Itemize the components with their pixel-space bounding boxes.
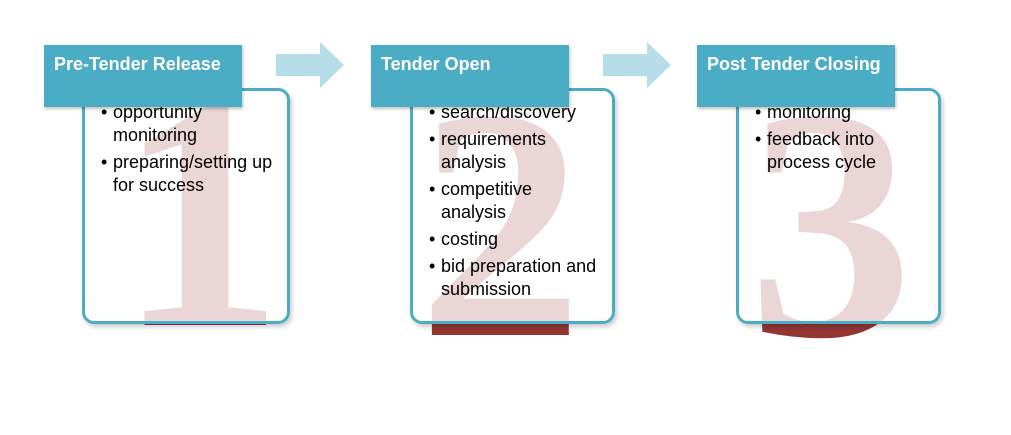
stage-card-1: •opportunity monitoring •preparing/setti… [82, 88, 290, 324]
stage-title-2: Tender Open [381, 54, 491, 74]
stage-card-3: •monitoring •feedback into process cycle [736, 88, 941, 324]
stage-header-1: Pre-Tender Release [44, 45, 242, 107]
list-item: •monitoring [755, 102, 852, 122]
right-arrow-icon [603, 42, 671, 88]
list-item: •search/discovery [429, 102, 577, 122]
list-item: •requirements analysis [429, 129, 547, 172]
list-item: •feedback into process cycle [755, 129, 877, 172]
stage-card-2: •search/discovery •requirements analysis… [410, 88, 615, 324]
stage-list-1: •opportunity monitoring •preparing/setti… [85, 91, 287, 197]
stage-list-2: •search/discovery •requirements analysis… [413, 91, 612, 301]
list-item: •preparing/setting up for success [101, 152, 273, 195]
stage-title-1: Pre-Tender Release [54, 54, 221, 74]
stage-title-3: Post Tender Closing [707, 54, 881, 74]
stage-list-3: •monitoring •feedback into process cycle [739, 91, 938, 174]
right-arrow-icon [276, 42, 344, 88]
stage-header-2: Tender Open [371, 45, 569, 107]
list-item: •competitive analysis [429, 179, 533, 222]
list-item: •bid preparation and submission [429, 256, 597, 299]
stage-header-3: Post Tender Closing [697, 45, 895, 107]
list-item: •opportunity monitoring [101, 102, 203, 145]
list-item: •costing [429, 229, 499, 249]
